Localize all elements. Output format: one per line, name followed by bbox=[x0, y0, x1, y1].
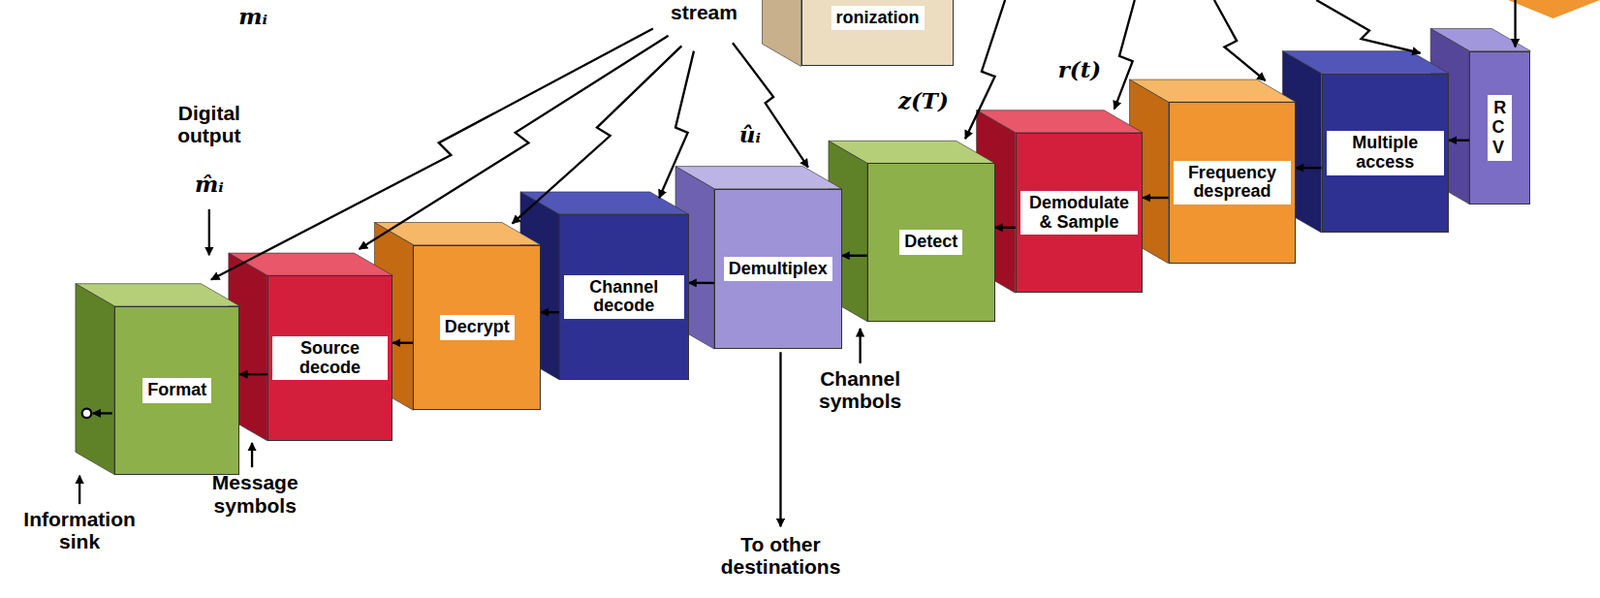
block-label: Detect bbox=[899, 229, 963, 255]
block-label: ronization bbox=[831, 5, 925, 32]
signal-name: m̂ᵢ bbox=[194, 171, 224, 196]
cube-block: Format bbox=[114, 306, 241, 475]
block-label: Channel decode bbox=[564, 275, 685, 320]
flow-arrow bbox=[1448, 139, 1470, 142]
flow-arrow bbox=[689, 282, 715, 284]
sink-arrow bbox=[93, 411, 113, 414]
input-arrow bbox=[1513, 0, 1516, 47]
block-label: Demodulate & Sample bbox=[1020, 190, 1139, 236]
block-label: Format bbox=[142, 377, 212, 404]
flow-arrow bbox=[392, 342, 413, 345]
flow-arrow bbox=[1142, 196, 1168, 199]
block-label: Demultiplex bbox=[723, 256, 833, 283]
signal-name: ûᵢ bbox=[739, 122, 761, 147]
flow-arrow bbox=[995, 226, 1016, 229]
pointer-arrow bbox=[78, 475, 81, 504]
annotation: Information sink bbox=[10, 507, 149, 553]
cube-block: Multiple access bbox=[1321, 73, 1450, 233]
annotation: To other destinations bbox=[711, 533, 849, 578]
sink-terminal bbox=[82, 408, 92, 418]
sync-arrow bbox=[1316, 0, 1420, 54]
signal-name: r(t) bbox=[1058, 57, 1102, 82]
sync-arrow bbox=[965, 0, 1005, 139]
annotation: Message symbols bbox=[201, 470, 310, 516]
cube-side bbox=[75, 283, 115, 475]
signal-name: z(T) bbox=[898, 88, 949, 113]
block-label: Multiple access bbox=[1326, 130, 1445, 176]
block-label: RCV bbox=[1487, 94, 1512, 161]
annotation: stream bbox=[670, 0, 738, 24]
sync-arrow bbox=[658, 51, 694, 199]
output-arrow bbox=[208, 209, 211, 255]
cube-side bbox=[762, 0, 802, 66]
block-label: Frequency despread bbox=[1173, 160, 1292, 206]
transmitter-corner bbox=[1507, 0, 1600, 19]
sync-arrow bbox=[732, 42, 809, 167]
cube-block: Detect bbox=[867, 162, 996, 321]
annotation: Channel symbols bbox=[806, 367, 914, 412]
annotation: Digital output bbox=[160, 101, 258, 147]
flow-arrow bbox=[540, 311, 560, 314]
cube-block: Demodulate & Sample bbox=[1015, 132, 1144, 293]
demux-output bbox=[779, 351, 782, 527]
cube-block: Source decode bbox=[267, 275, 394, 441]
block-label: Source decode bbox=[272, 336, 389, 381]
sync-arrow bbox=[1114, 0, 1135, 110]
flow-arrow bbox=[842, 254, 868, 257]
sync-arrow bbox=[512, 45, 683, 223]
cube-block: ronization bbox=[801, 0, 955, 66]
sync-arrow bbox=[1214, 0, 1266, 81]
pointer-arrow bbox=[250, 442, 253, 468]
cube-block: Decrypt bbox=[412, 245, 541, 411]
cube-block: Frequency despread bbox=[1168, 101, 1297, 263]
pointer-arrow bbox=[858, 328, 861, 364]
cube-block: Demultiplex bbox=[714, 188, 843, 349]
cube-block: RCV bbox=[1469, 51, 1531, 205]
flow-arrow bbox=[239, 373, 267, 376]
signal-name: mᵢ bbox=[238, 3, 268, 29]
block-label: Decrypt bbox=[439, 314, 515, 341]
flow-arrow bbox=[1295, 166, 1321, 169]
cube-block: Channel decode bbox=[559, 214, 690, 380]
